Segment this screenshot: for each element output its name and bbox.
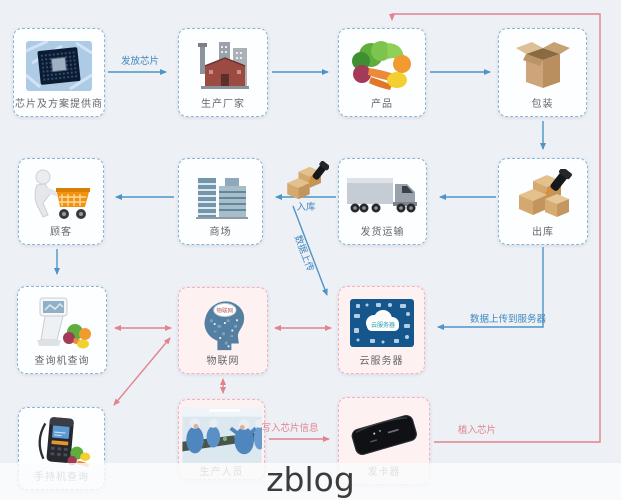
cloud-server-icon: 云服务器 (349, 294, 414, 352)
card-writer-icon (344, 405, 424, 463)
node-packaging: 包装 (498, 28, 587, 117)
node-kiosk-query: 查询机查询 (17, 286, 107, 374)
shopper-cart-icon (29, 166, 93, 223)
node-cloud-server: 云服务器 云服务器 (338, 286, 425, 374)
node-label: 物联网 (206, 356, 240, 367)
inbound-boxes-scanner-icon (284, 160, 330, 209)
node-label: 商场 (209, 227, 232, 238)
node-label: 包装 (531, 99, 554, 110)
node-label: 产品 (371, 99, 393, 110)
kiosk-icon (30, 294, 94, 352)
node-chip-provider: 芯片及方案提供商 (13, 28, 105, 117)
node-label: 发货运输 (360, 227, 405, 238)
handheld-scanner-icon (31, 415, 93, 468)
node-label: 出库 (532, 227, 554, 238)
node-customer: 顾客 (18, 158, 104, 245)
cloud-label-text: 云服务器 (370, 321, 394, 329)
node-label: 云服务器 (359, 356, 404, 367)
edge-label-upload-to-server: 数据上传到服务器 (469, 314, 546, 325)
iot-head-icon: 物联网 (196, 295, 250, 352)
edge-label-write-chip-info: 写入芯片信息 (261, 423, 319, 434)
edge-label-dispatch-chip: 发放芯片 (120, 56, 159, 67)
watermark-strip: zblog (0, 460, 621, 500)
cpu-chip-icon (26, 36, 92, 95)
node-mall: 商场 (178, 158, 263, 245)
carton-box-icon (514, 36, 572, 95)
edge-label-implant-chip: 植入芯片 (457, 425, 496, 436)
mall-building-icon (190, 166, 252, 223)
truck-icon (345, 166, 421, 223)
node-outbound: 出库 (498, 158, 588, 245)
edge-label-inbound: 入库 (296, 202, 316, 213)
node-shipping: 发货运输 (338, 158, 427, 245)
factory-icon (192, 36, 254, 95)
node-product: 产品 (338, 28, 426, 117)
node-iot: 物联网 物联网 (178, 287, 268, 374)
node-label: 芯片及方案提供商 (15, 99, 103, 110)
node-label: 生产厂家 (201, 99, 245, 110)
workers-photo-icon (181, 407, 262, 463)
node-manufacturer: 生产厂家 (178, 28, 268, 117)
boxes-scanner-icon (514, 166, 572, 223)
vegetables-icon (349, 36, 415, 95)
watermark-text: zblog (266, 460, 355, 499)
node-label: 查询机查询 (34, 356, 90, 367)
node-label: 顾客 (50, 227, 72, 238)
iot-badge-text: 物联网 (216, 306, 233, 314)
